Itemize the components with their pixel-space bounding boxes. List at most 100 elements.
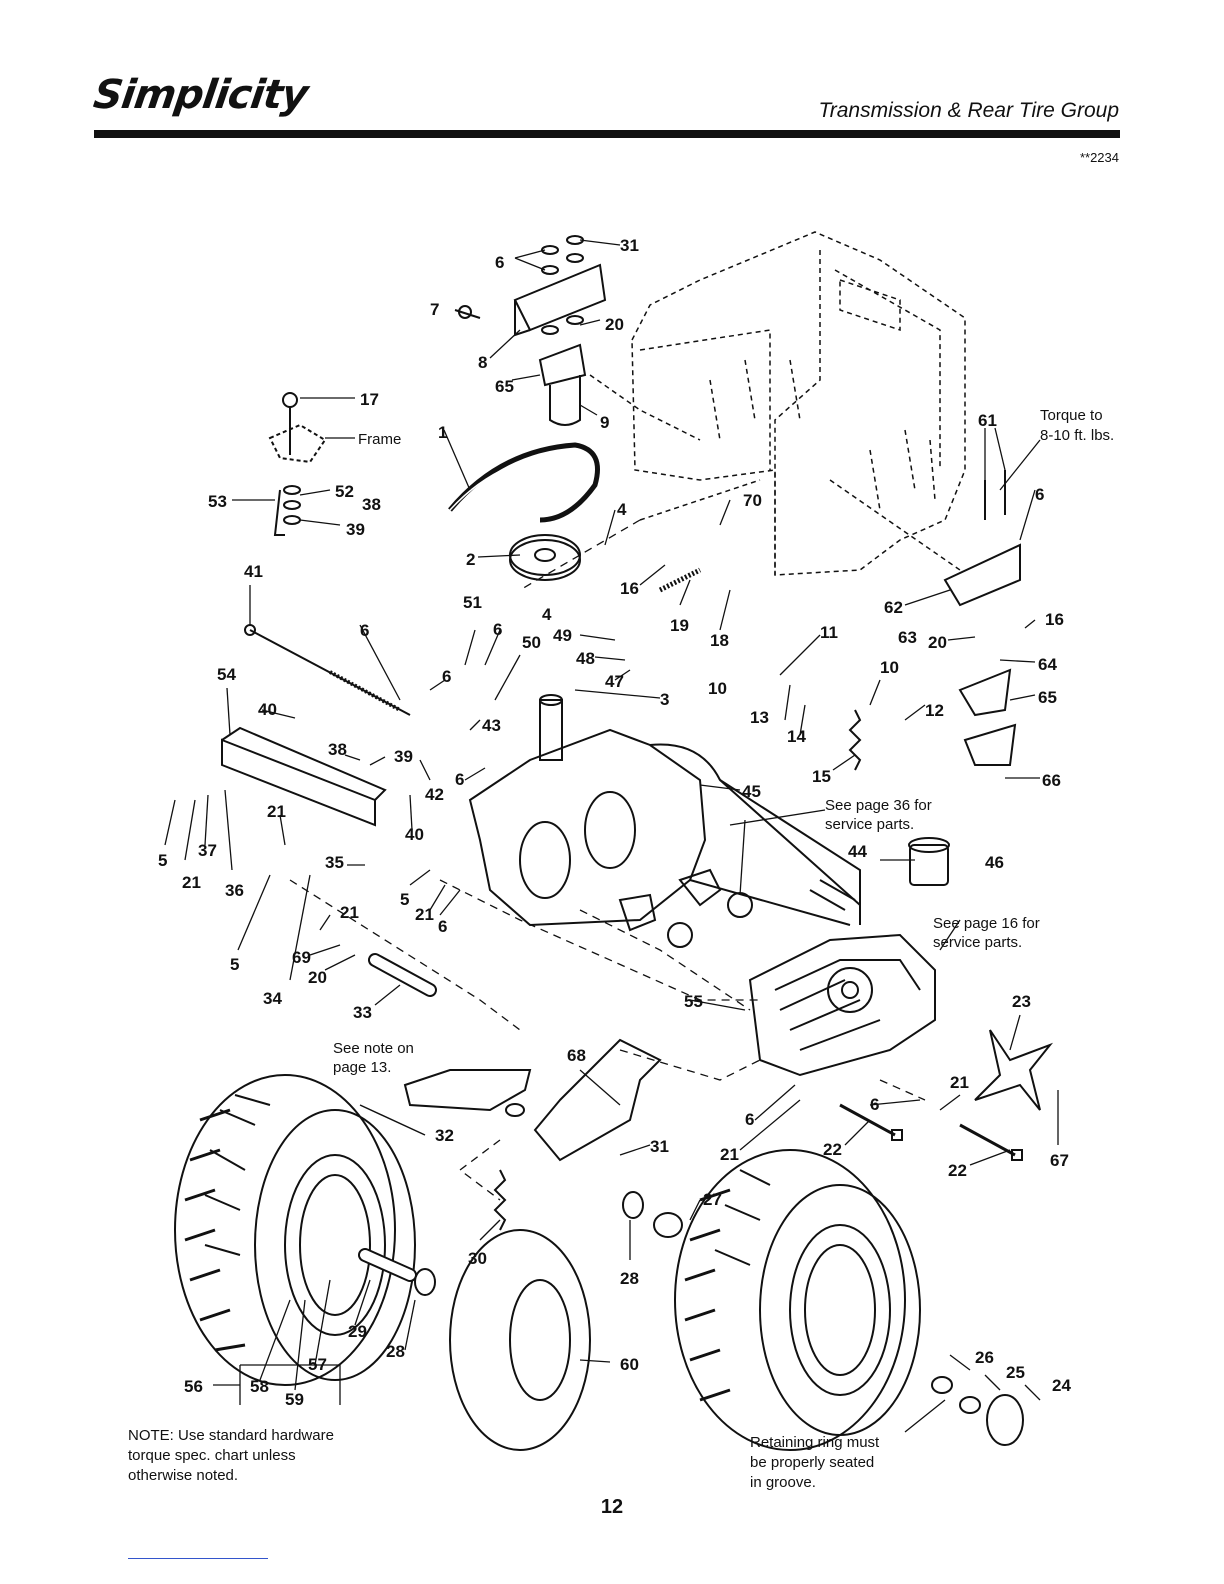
callout-3: 3 — [660, 690, 669, 709]
see-page36-line2: service parts. — [825, 816, 914, 833]
callout-6: 6 — [455, 770, 464, 789]
page-number: 12 — [600, 1496, 624, 1518]
callout-61: 61 — [978, 411, 997, 430]
callout-63: 63 — [898, 628, 917, 647]
callout-20: 20 — [308, 968, 327, 987]
callout-23: 23 — [1012, 992, 1031, 1011]
callout-68: 68 — [567, 1046, 586, 1065]
see-note13-line2: page 13. — [333, 1059, 391, 1076]
bracket-54 — [221, 738, 376, 827]
top-bracket — [513, 263, 607, 332]
drive-belt — [448, 442, 600, 523]
callout-30: 30 — [468, 1249, 487, 1268]
see-page36-line1: See page 36 for — [825, 797, 932, 814]
torque-note-line1: Torque to — [1040, 407, 1103, 424]
callout-31: 31 — [620, 236, 639, 255]
callout-2: 2 — [466, 550, 475, 569]
callout-24: 24 — [1052, 1376, 1071, 1395]
callout-21: 21 — [182, 873, 201, 892]
callout-44: 44 — [848, 842, 867, 861]
torque-note-line2: 8-10 ft. lbs. — [1040, 427, 1114, 444]
callout-55: 55 — [684, 992, 703, 1011]
callout-25: 25 — [1006, 1363, 1025, 1382]
fan — [974, 1029, 1054, 1111]
footer-rule — [128, 1558, 268, 1559]
callout-34: 34 — [263, 989, 282, 1008]
callout-9: 9 — [600, 413, 609, 432]
callout-5: 5 — [158, 851, 167, 870]
callout-65: 65 — [1038, 688, 1057, 707]
transaxle-housing — [468, 694, 861, 927]
callout-28: 28 — [386, 1342, 405, 1361]
callout-46: 46 — [985, 853, 1004, 872]
callout-6: 6 — [1035, 485, 1044, 504]
callout-53: 53 — [208, 492, 227, 511]
callout-54: 54 — [217, 665, 236, 684]
callout-31: 31 — [650, 1137, 669, 1156]
bracket-68 — [533, 1038, 662, 1162]
callout-29: 29 — [348, 1322, 367, 1341]
callout-38: 38 — [328, 740, 347, 759]
callout-15: 15 — [812, 767, 831, 786]
callout-19: 19 — [670, 616, 689, 635]
callout-62: 62 — [884, 598, 903, 617]
frame-label: Frame — [358, 431, 401, 448]
ring-note-line3: in groove. — [750, 1474, 816, 1491]
callout-59: 59 — [285, 1390, 304, 1409]
callout-41: 41 — [244, 562, 263, 581]
callout-70: 70 — [743, 491, 762, 510]
callout-36: 36 — [225, 881, 244, 900]
callout-39: 39 — [394, 747, 413, 766]
callout-65: 65 — [495, 377, 514, 396]
callout-64: 64 — [1038, 655, 1057, 674]
callout-6: 6 — [870, 1095, 879, 1114]
callout-8: 8 — [478, 353, 487, 372]
callout-10: 10 — [880, 658, 899, 677]
callout-38: 38 — [362, 495, 381, 514]
callout-33: 33 — [353, 1003, 372, 1022]
callout-48: 48 — [576, 649, 595, 668]
right-rear-wheel — [674, 1149, 921, 1451]
callout-52: 52 — [335, 482, 354, 501]
callout-10: 10 — [708, 679, 727, 698]
callout-6: 6 — [495, 253, 504, 272]
callout-37: 37 — [198, 841, 217, 860]
callout-21: 21 — [340, 903, 359, 922]
callout-58: 58 — [250, 1377, 269, 1396]
callout-4: 4 — [617, 500, 627, 519]
std-note-line2: torque spec. chart unless — [128, 1447, 296, 1464]
see-note13-line1: See note on — [333, 1040, 414, 1057]
callout-67: 67 — [1050, 1151, 1069, 1170]
callout-45: 45 — [742, 782, 761, 801]
filter — [909, 844, 949, 886]
callout-4: 4 — [542, 605, 552, 624]
callout-6: 6 — [442, 667, 451, 686]
callout-17: 17 — [360, 390, 379, 409]
callout-57: 57 — [308, 1355, 327, 1374]
callout-60: 60 — [620, 1355, 639, 1374]
callout-32: 32 — [435, 1126, 454, 1145]
callout-66: 66 — [1042, 771, 1061, 790]
callout-43: 43 — [482, 716, 501, 735]
see-page16-line1: See page 16 for — [933, 915, 1040, 932]
callout-21: 21 — [415, 905, 434, 924]
callout-6: 6 — [493, 620, 502, 639]
callout-12: 12 — [925, 701, 944, 720]
header-rule — [94, 130, 1120, 138]
callout-47: 47 — [605, 672, 624, 691]
left-rear-wheel — [174, 1074, 416, 1386]
std-note-line3: otherwise noted. — [128, 1467, 238, 1484]
callout-35: 35 — [325, 853, 344, 872]
callout-13: 13 — [750, 708, 769, 727]
callout-20: 20 — [605, 315, 624, 334]
callout-40: 40 — [405, 825, 424, 844]
ring-note-line2: be properly seated — [750, 1454, 874, 1471]
ring-note-line1: Retaining ring must — [750, 1434, 880, 1451]
group-title: Transmission & Rear Tire Group — [818, 99, 1119, 122]
callout-39: 39 — [346, 520, 365, 539]
callout-27: 27 — [703, 1190, 722, 1209]
frame-drawing — [589, 231, 966, 576]
callout-11: 11 — [820, 623, 838, 642]
std-note-line1: NOTE: Use standard hardware — [128, 1427, 334, 1444]
